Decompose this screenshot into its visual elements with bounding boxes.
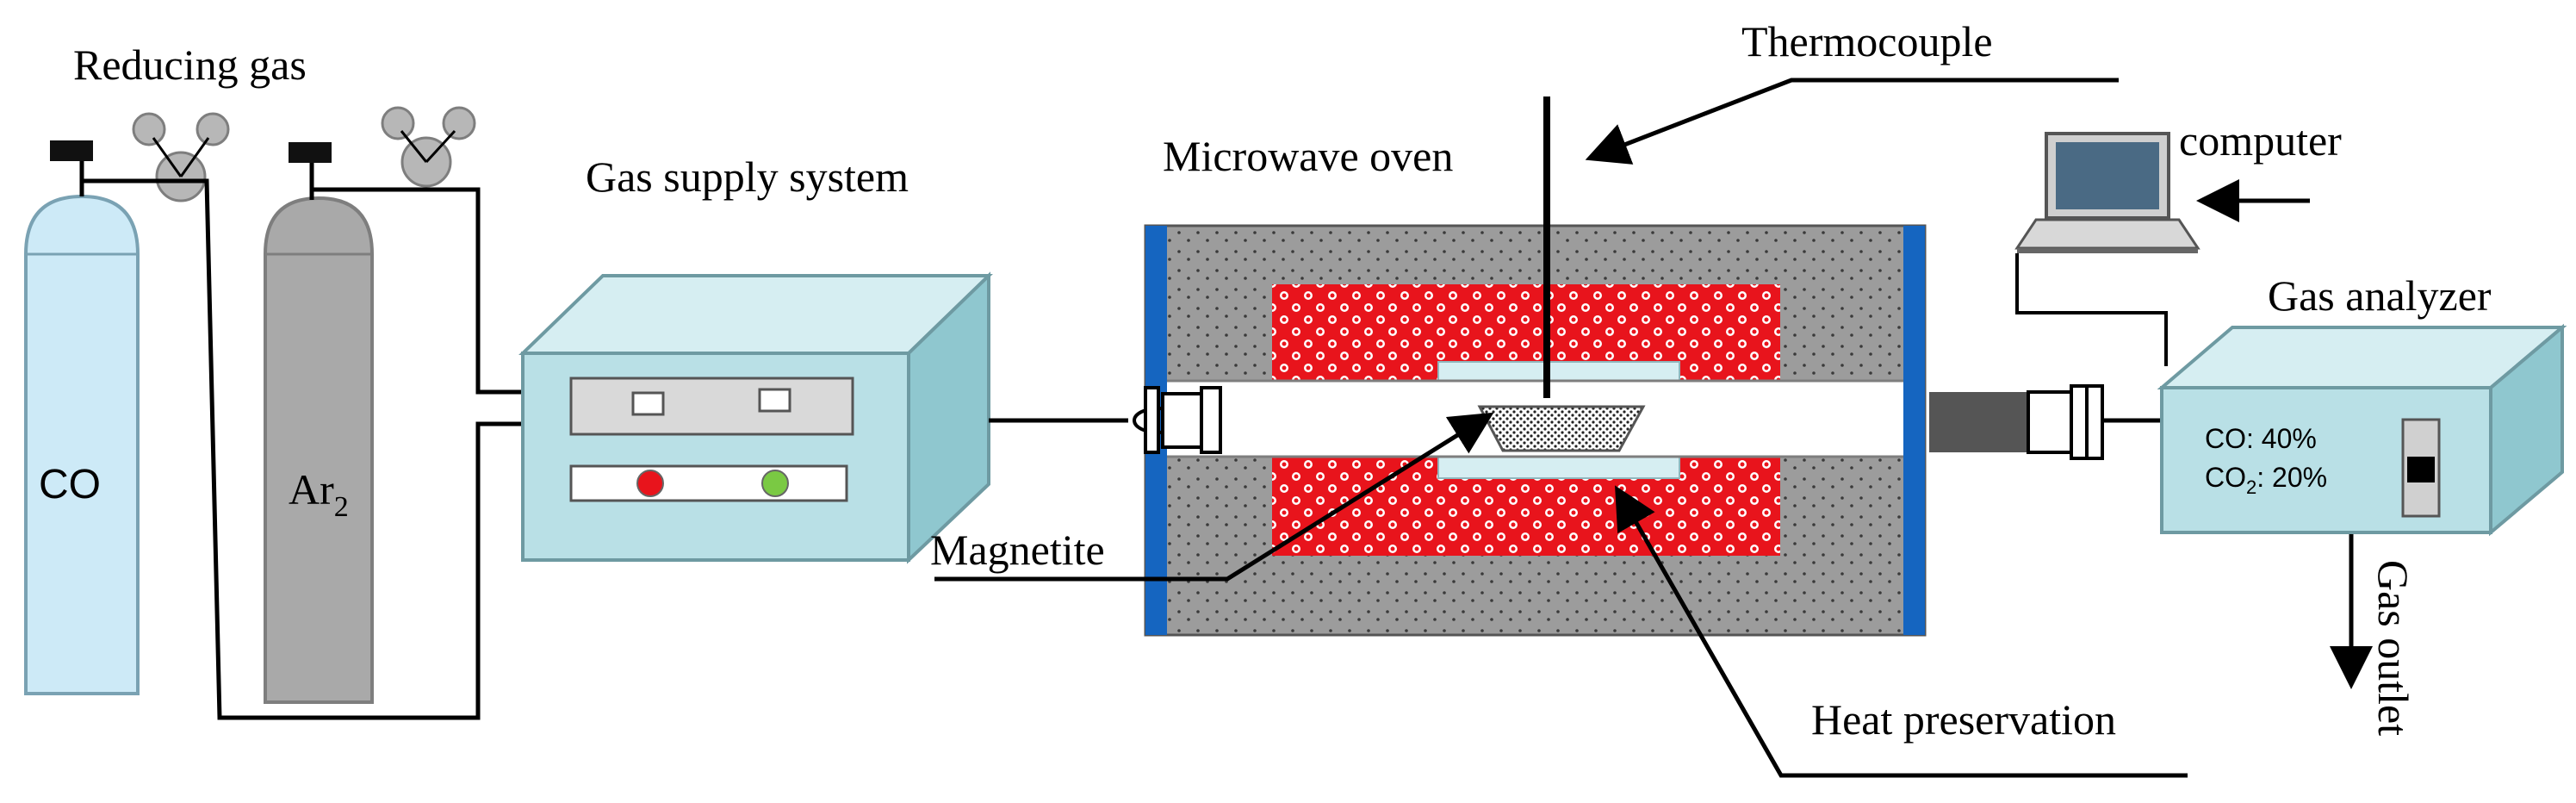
heat-preservation-leader — [1615, 485, 2188, 778]
label-gas-supply: Gas supply system — [586, 153, 909, 201]
label-gas-outlet: Gas outlet — [2369, 560, 2418, 736]
gas-supply-box — [518, 271, 993, 564]
microwave-oven — [1144, 224, 1927, 637]
indicator-light-red — [636, 470, 664, 497]
label-reducing-gas: Reducing gas — [73, 40, 307, 89]
laptop-icon — [2014, 132, 2200, 253]
gas-analyzer-box — [2157, 323, 2567, 537]
magnetite-leader — [934, 412, 1494, 582]
label-ar-cylinder: Ar2 — [289, 465, 349, 523]
label-co-cylinder: CO — [39, 462, 101, 507]
thermocouple-leader — [1585, 78, 2119, 165]
outlet-connector — [1929, 384, 2162, 460]
label-computer: computer — [2179, 116, 2342, 165]
label-magnetite: Magnetite — [930, 526, 1105, 574]
insulation-top — [1272, 284, 1780, 381]
label-thermocouple: Thermocouple — [1741, 17, 1993, 65]
ar-cylinder — [264, 196, 374, 704]
co-cylinder — [24, 194, 140, 695]
indicator-light-green — [761, 470, 789, 497]
inlet-connector — [1133, 386, 1222, 454]
analyzer-co-reading: CO: 40% — [2205, 423, 2317, 454]
valve-icon — [132, 112, 230, 202]
co-cylinder-valve-handle — [50, 140, 93, 196]
label-microwave: Microwave oven — [1163, 132, 1453, 180]
ar-cylinder-valve-handle — [289, 142, 332, 200]
label-gas-analyzer: Gas analyzer — [2268, 271, 2492, 320]
gas-pipes — [82, 178, 527, 720]
computer-cable — [2015, 253, 2168, 366]
magnetite-crucible — [1477, 405, 1646, 452]
analyzer-co2-reading: CO2: 20% — [2205, 462, 2327, 498]
label-heat-preservation: Heat preservation — [1811, 695, 2116, 744]
valve-icon — [381, 106, 476, 188]
